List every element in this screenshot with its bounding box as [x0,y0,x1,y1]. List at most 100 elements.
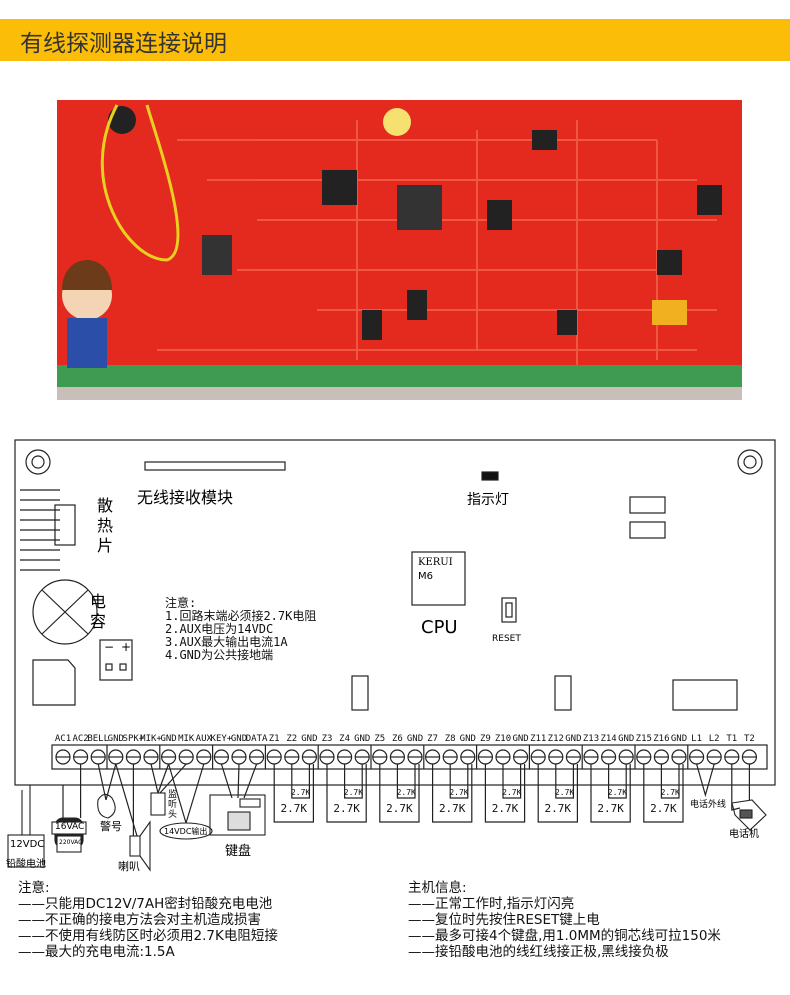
terminal-label: AC2 [72,734,88,744]
board-note: 2.AUX电压为14VDC [165,622,274,636]
pcb-photo-illustration [57,100,742,400]
resistor-label: 2.7K [597,802,624,815]
terminal-label: AC1 [55,734,71,744]
zone-resistor-loop [432,764,473,823]
board-notes-title: 注意: [165,596,197,610]
resistor-label: 2.7K [281,802,308,815]
terminal-label: Z7 [427,734,438,744]
terminal-screw [284,749,300,765]
wireless-module-label: 无线接收模块 [137,488,234,507]
terminal-label: Z13 [583,734,599,744]
resistor-label: 2.7K [333,802,360,815]
resistor-label: 2.7K [492,802,519,815]
terminal-screw [161,749,177,765]
terminal-screw [706,749,722,765]
battery-minus-label: − [104,640,115,654]
terminal-screw [108,749,124,765]
terminal-label: GND [618,734,634,744]
terminal-screw [319,749,335,765]
terminal-label: GND [354,734,370,744]
terminal-label: MIK+ [140,734,162,744]
terminal-label: Z2 [286,734,297,744]
terminal-label: Z8 [445,734,456,744]
terminal-screw [196,749,212,765]
footer-right-item: ——正常工作时,指示灯闪亮 [408,896,575,912]
wireless-module-slot [144,461,286,471]
terminal-screw [125,749,141,765]
small-resistor-label: 2.7K [608,788,627,797]
footer-notes-left: 注意: ——只能用DC12V/7AH密封铅酸充电电池 ——不正确的接电方法会对主… [18,880,278,960]
terminal-label: GND [671,734,687,744]
terminal-screw [460,749,476,765]
terminal-screw [548,749,564,765]
footer-right-item: ——接铅酸电池的线红线接正极,黑线接负极 [408,944,669,960]
zone-resistor-loop [537,764,578,823]
terminal-label: GND [108,734,124,744]
terminal-screw [512,749,529,765]
mounting-hole-right [737,449,763,475]
terminal-screw [354,749,370,765]
mounting-hole-left [25,449,51,475]
resistor-label: 2.7K [386,802,413,815]
board-notes: 注意: 1.回路末端必须接2.7K电阻 2.AUX电压为14VDC 3.AUX最… [165,597,316,662]
board-outline [14,439,776,786]
terminal-screw [266,749,282,765]
terminal-screw [671,749,687,765]
terminal-label: Z11 [530,734,546,744]
terminal-screw [337,749,353,765]
terminal-screw [724,749,740,765]
small-resistor-label: 2.7K [397,788,416,797]
small-resistor-label: 2.7K [291,788,310,797]
board-note: 1.回路末端必须接2.7K电阻 [165,609,317,623]
heatsink-label: 散热片 [97,496,114,555]
cpu-brand: KERUI [418,557,453,568]
terminal-label: SPK+ [123,734,145,744]
terminal-label: Z4 [339,734,350,744]
battery-label: 铅酸电池 [6,859,46,870]
terminal-screw [653,749,670,765]
terminal-label: GND [460,734,476,744]
zone-resistor-loop [484,764,526,823]
component-box [554,675,572,711]
battery-plus-label: + [121,640,132,654]
terminal-screw [143,749,159,765]
terminal-label: Z16 [653,734,669,744]
terminal-label: BELL [87,734,109,744]
terminal-label: GND [565,734,581,744]
terminal-screw [372,749,388,765]
terminal-label: GND [301,734,317,744]
terminal-screw [600,749,617,765]
terminal-strip [51,744,768,770]
terminal-screw [741,749,758,765]
header-banner: 有线探测器连接说明 [0,19,790,61]
terminal-label: Z6 [392,734,403,744]
terminal-screw [636,749,652,765]
terminal-screw [495,749,511,765]
footer-notes-right: 主机信息: ——正常工作时,指示灯闪亮 ——复位时先按住RESET键上电 ——最… [408,880,721,960]
terminal-screw [231,749,247,765]
component-box [629,496,666,514]
siren-icon [97,793,116,819]
terminal-screw [477,749,493,765]
terminal-label: GND [231,734,247,744]
component-box [351,675,369,711]
terminal-screw [407,749,423,765]
terminal-screw [178,749,194,765]
terminal-screw [583,749,599,765]
zone-resistor-loop [379,764,420,823]
footer-left-item: ——只能用DC12V/7AH密封铅酸充电电池 [18,896,273,912]
zone-resistor-loop [643,764,684,823]
terminal-screw [249,749,265,765]
terminal-screw [72,749,89,765]
small-resistor-label: 2.7K [344,788,363,797]
terminal-screw [425,749,441,765]
heatsink [20,489,76,571]
footer-right-item: ——复位时先按住RESET键上电 [408,912,600,928]
small-resistor-label: 2.7K [555,788,574,797]
footer-left-title: 注意: [18,880,50,896]
footer-right-title: 主机信息: [408,880,467,896]
component-box [672,679,738,711]
transformer-input: 220VAC [59,839,83,846]
zone-resistor-loop [273,764,314,823]
terminal-screw [688,749,705,765]
